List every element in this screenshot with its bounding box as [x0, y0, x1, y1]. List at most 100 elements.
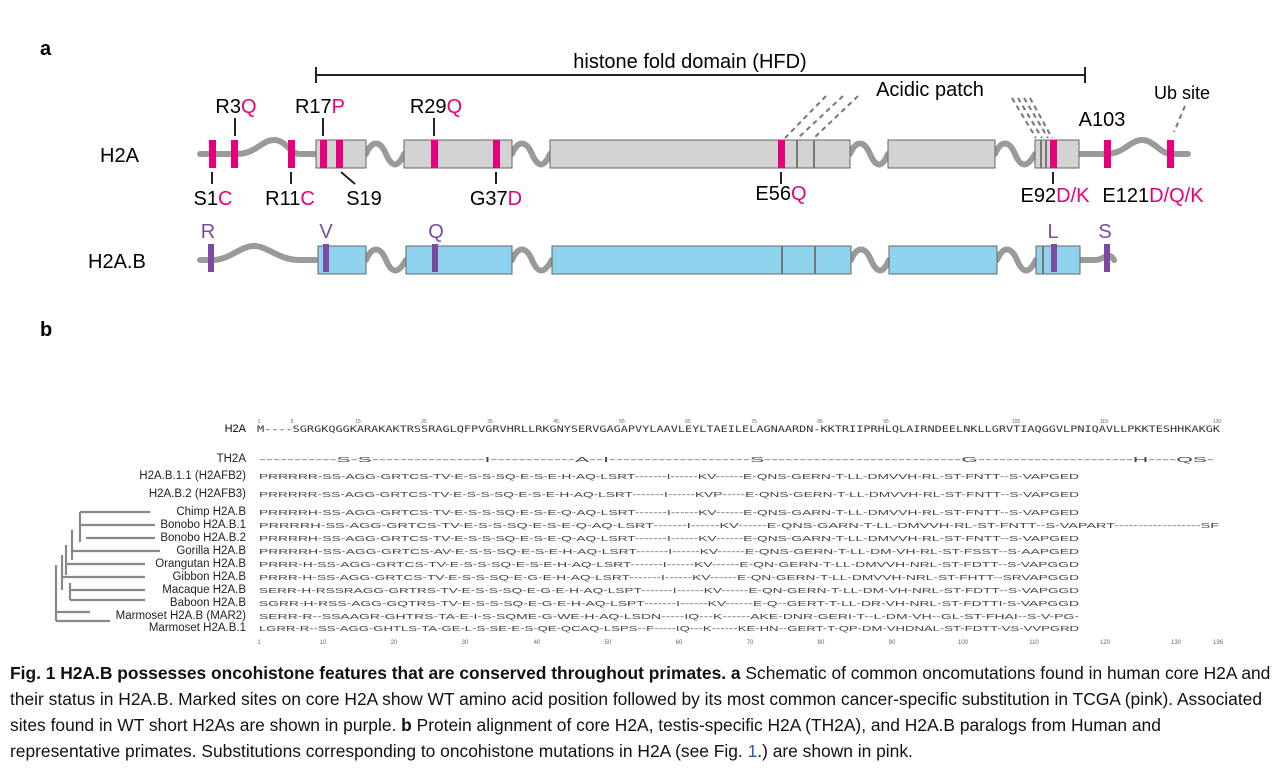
site-r29q: R29Q — [410, 96, 462, 118]
acidic-patch-label: Acidic patch — [876, 79, 984, 101]
svg-text:Chimp H2A.B: Chimp H2A.B — [176, 506, 246, 518]
svg-text:TH2A: TH2A — [217, 453, 247, 465]
svg-text:PRRRRH-SS-AGG-GRTCS-TV-E-S-S-S: PRRRRH-SS-AGG-GRTCS-TV-E-S-S-SQ-E-S-E-Q-… — [259, 508, 1080, 517]
svg-text:5: 5 — [291, 419, 294, 425]
svg-text:105: 105 — [1012, 419, 1021, 425]
svg-text:SERR-H-RSSRAGG-GRTRS-TV-E-S-S-: SERR-H-RSSRAGG-GRTRS-TV-E-S-S-SQ-E-G-E-H… — [259, 586, 1080, 595]
svg-text:65: 65 — [685, 419, 691, 425]
alignment-ruler-bottom: 1 10 20 30 40 50 60 70 80 90 100 110 120… — [257, 640, 1223, 646]
svg-text:1: 1 — [258, 419, 261, 425]
caption-text-b: Protein alignment of core H2A, testis-sp… — [10, 715, 1161, 761]
svg-text:75: 75 — [751, 419, 757, 425]
svg-text:80: 80 — [818, 640, 825, 646]
svg-text:35: 35 — [487, 419, 493, 425]
svg-text:110: 110 — [1029, 640, 1039, 646]
site-r3q: R3Q — [215, 96, 256, 118]
svg-text:50: 50 — [605, 640, 612, 646]
svg-text:PRRRRR-SS-AGG-GRTCS-TV-E-S-S-S: PRRRRR-SS-AGG-GRTCS-TV-E-S-S-SQ-E-S-E-H-… — [259, 472, 1080, 481]
h2ab-alpha3 — [888, 245, 998, 275]
svg-text:PRRRRR-SS-AGG-GRTCS-TV-E-S-S-S: PRRRRR-SS-AGG-GRTCS-TV-E-S-S-SQ-E-S-E-H-… — [259, 490, 1080, 499]
svg-text:Q: Q — [428, 221, 444, 243]
svg-text:LGRR-R--SS-AGG-GHTLS-TA-GE-L-S: LGRR-R--SS-AGG-GHTLS-TA-GE-L-S-SE-E-S-QE… — [259, 624, 1080, 633]
h2a-alpha2 — [549, 139, 851, 169]
svg-text:10: 10 — [320, 640, 327, 646]
svg-text:136: 136 — [1213, 640, 1224, 646]
site-e92dk: E92D/K — [1021, 185, 1091, 207]
svg-text:PRRRRH-SS-AGG-GRTCS-AV-E-S-S-S: PRRRRH-SS-AGG-GRTCS-AV-E-S-S-SQ-E-S-E-H-… — [259, 547, 1080, 556]
svg-text:L: L — [1047, 221, 1058, 243]
svg-text:130: 130 — [1171, 640, 1182, 646]
svg-text:-----------S-S----------------: -----------S-S----------------I---------… — [259, 455, 1215, 464]
h2a-alpha3 — [887, 139, 996, 169]
alignment-ruler-top: 1 5 15 25 35 45 55 65 75 85 95 105 115 1… — [258, 419, 1222, 425]
caption-figure-link[interactable]: 1 — [747, 741, 758, 761]
svg-text:Marmoset H2A.B.1: Marmoset H2A.B.1 — [149, 622, 246, 634]
ref-h2a-seq: M----SGRGKQGGKARAKAKTRSSRAGLQFPVGRVHRLLR… — [257, 424, 1221, 434]
panel-b-label: b — [40, 319, 52, 341]
svg-text:120: 120 — [1100, 640, 1111, 646]
h2a-linkers — [197, 136, 1191, 168]
svg-text:30: 30 — [462, 640, 469, 646]
svg-text:20: 20 — [391, 640, 398, 646]
svg-text:55: 55 — [619, 419, 625, 425]
caption-text-a: Schematic of common oncomutations found … — [10, 663, 1271, 735]
svg-text:Gibbon H2A.B: Gibbon H2A.B — [172, 571, 246, 583]
h2ab-linkers — [197, 242, 1117, 274]
svg-text:100: 100 — [958, 640, 969, 646]
h2a-site-ticks — [211, 118, 1054, 185]
a103-label: A103 — [1079, 109, 1126, 131]
svg-text:SERR-R--SSAAGR-GHTRS-TA-E-I-S-: SERR-R--SSAAGR-GHTRS-TA-E-I-S-SQME-G-WE-… — [259, 612, 1080, 621]
svg-text:V: V — [319, 221, 333, 243]
svg-text:PRRR-H-SS-AGG-GRTCS-TV-E-S-S-S: PRRR-H-SS-AGG-GRTCS-TV-E-S-S-SQ-E-S-E-H-… — [259, 560, 1080, 569]
h2a-mutation-bars — [209, 140, 1174, 168]
h2a-grey-lines — [796, 140, 1047, 168]
svg-text:SGRR-H-RSS-AGG-GQTRS-TV-E-S-S-: SGRR-H-RSS-AGG-GQTRS-TV-E-S-S-SQ-E-G-E-H… — [259, 599, 1080, 608]
hfd-label: histone fold domain (HFD) — [573, 51, 806, 73]
ub-site-pointer — [1173, 105, 1186, 133]
svg-text:115: 115 — [1100, 419, 1108, 425]
h2ab-site-bars — [208, 244, 1110, 272]
site-s19: S19 — [346, 188, 382, 210]
ub-site-label: Ub site — [1154, 83, 1210, 103]
alignment-names: TH2A H2A.B.1.1 (H2AFB2) H2A.B.2 (H2AFB3)… — [116, 453, 247, 634]
h2ab-alpha2 — [551, 245, 852, 275]
hfd-bracket — [315, 67, 1086, 83]
site-r17p: R17P — [295, 96, 345, 118]
phylogenetic-tree — [54, 510, 160, 623]
svg-text:Bonobo H2A.B.1: Bonobo H2A.B.1 — [160, 519, 246, 531]
svg-text:H2A.B.2 (H2AFB3): H2A.B.2 (H2AFB3) — [149, 488, 246, 500]
h2ab-site-letters: R V Q L S — [201, 221, 1112, 243]
svg-text:S: S — [1098, 221, 1111, 243]
svg-text:Orangutan H2A.B: Orangutan H2A.B — [155, 558, 246, 570]
svg-text:Bonobo H2A.B.2: Bonobo H2A.B.2 — [160, 532, 246, 544]
site-r11c: R11C — [265, 188, 315, 210]
h2a-hfd-boxes — [315, 139, 1080, 169]
site-e56q: E56Q — [755, 183, 806, 205]
h2a-row-name: H2A — [100, 145, 140, 167]
svg-text:R: R — [201, 221, 215, 243]
svg-text:90: 90 — [889, 640, 896, 646]
caption-text-end: .) are shown in pink. — [757, 741, 913, 761]
svg-text:130: 130 — [1213, 419, 1222, 425]
h2ab-hfd-boxes — [317, 245, 1081, 275]
svg-text:Marmoset H2A.B (MAR2): Marmoset H2A.B (MAR2) — [116, 610, 247, 622]
site-s1c: S1C — [194, 188, 233, 210]
site-g37d: G37D — [470, 188, 522, 210]
h2ab-grey-lines — [781, 246, 1044, 274]
panel-a-label: a — [40, 38, 52, 60]
h2ab-alpha1 — [405, 245, 513, 275]
svg-text:Baboon H2A.B: Baboon H2A.B — [170, 597, 246, 609]
svg-text:15: 15 — [355, 419, 361, 425]
svg-text:Gorilla H2A.B: Gorilla H2A.B — [176, 545, 246, 557]
ref-h2a-name: H2A — [225, 423, 247, 435]
site-e121dqk: E121D/Q/K — [1102, 185, 1204, 207]
svg-text:85: 85 — [817, 419, 823, 425]
caption-bold-a: Fig. 1 H2A.B possesses oncohistone featu… — [10, 663, 741, 683]
h2ab-row-name: H2A.B — [88, 251, 146, 273]
svg-text:95: 95 — [883, 419, 889, 425]
figure-caption: Fig. 1 H2A.B possesses oncohistone featu… — [10, 660, 1272, 764]
svg-text:H2A.B.1.1 (H2AFB2): H2A.B.1.1 (H2AFB2) — [139, 470, 246, 482]
svg-text:70: 70 — [747, 640, 754, 646]
svg-text:PRRRRH-SS-AGG-GRTCS-TV-E-S-S-S: PRRRRH-SS-AGG-GRTCS-TV-E-S-S-SQ-E-S-E-Q-… — [259, 521, 1220, 530]
alignment-sequences: -----------S-S----------------I---------… — [259, 455, 1220, 633]
